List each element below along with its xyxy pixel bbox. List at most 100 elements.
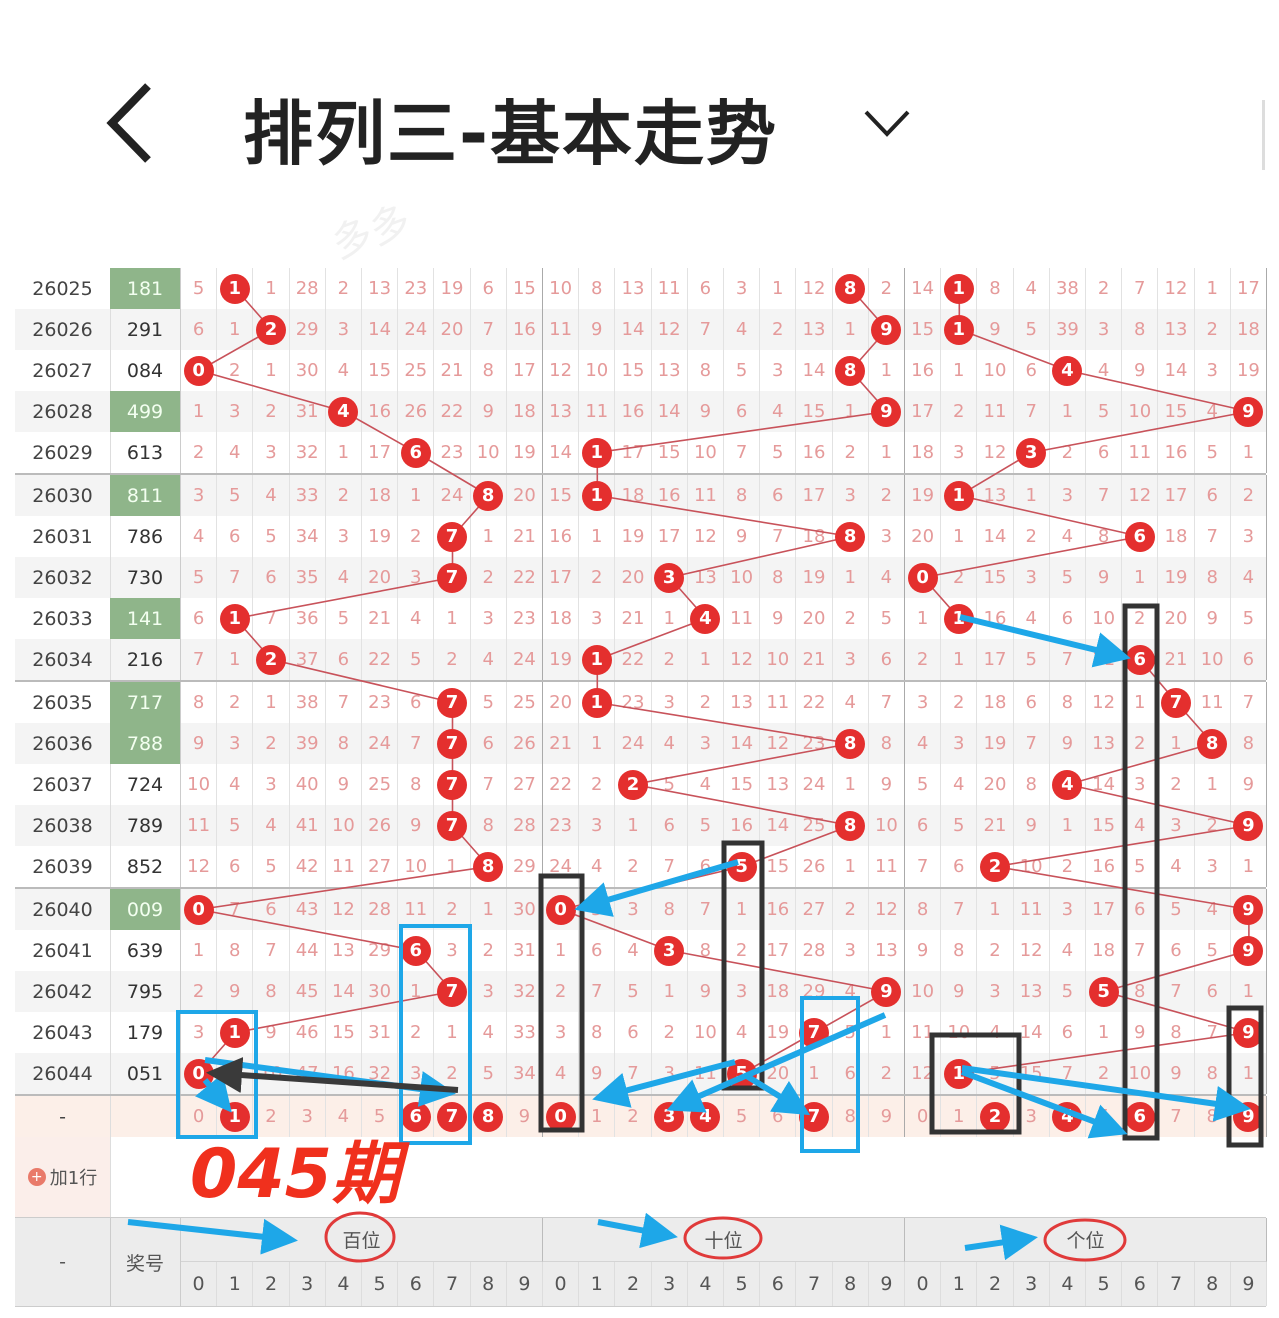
- omission-cell: 4: [905, 723, 942, 764]
- omission-cell: 4: [615, 930, 652, 971]
- omission-cell: 2: [579, 764, 616, 805]
- prediction-cell[interactable]: 7: [1158, 1096, 1195, 1137]
- footer-group-1: 百位: [181, 1218, 543, 1262]
- omission-cell: 22: [507, 557, 543, 598]
- hit-ball: 7: [436, 521, 467, 552]
- prediction-cell[interactable]: 0: [543, 1096, 580, 1137]
- draw-number: 499: [110, 391, 181, 432]
- prediction-cell[interactable]: 4: [326, 1096, 362, 1137]
- hit-ball: 6: [1124, 1101, 1155, 1132]
- omission-cell: 6: [398, 432, 435, 473]
- omission-cell: 12: [796, 268, 833, 309]
- prediction-cell[interactable]: 4: [1050, 1096, 1086, 1137]
- prediction-cell[interactable]: 3: [1014, 1096, 1050, 1137]
- prediction-cell[interactable]: 0: [181, 1096, 218, 1137]
- draw-number: 717: [110, 682, 181, 723]
- omission-cell: 9: [326, 764, 362, 805]
- omission-cell: 18: [1231, 309, 1267, 350]
- omission-cell: 8: [760, 557, 797, 598]
- omission-cell: 2: [977, 846, 1014, 887]
- omission-cell: 18: [507, 391, 543, 432]
- prediction-cell[interactable]: 8: [471, 1096, 507, 1137]
- omission-cell: 5: [1014, 639, 1050, 680]
- period-number: 26040: [15, 889, 111, 930]
- prediction-cell[interactable]: 5: [1086, 1096, 1123, 1137]
- footer-digit: 1: [579, 1262, 616, 1306]
- omission-cell: 4: [1195, 889, 1231, 930]
- omission-cell: 5: [615, 971, 652, 1012]
- omission-cell: 7: [1158, 971, 1195, 1012]
- omission-cell: 5: [724, 350, 761, 391]
- prediction-cell[interactable]: 3: [652, 1096, 688, 1137]
- omission-cell: 2: [724, 930, 761, 971]
- hit-ball: 8: [835, 521, 866, 552]
- prediction-cell[interactable]: 3: [290, 1096, 326, 1137]
- omission-cell: 14: [977, 516, 1014, 557]
- omission-cell: 12: [543, 350, 580, 391]
- back-chevron-icon[interactable]: [100, 78, 160, 168]
- prediction-cell[interactable]: 5: [362, 1096, 399, 1137]
- omission-cell: 8: [471, 350, 507, 391]
- prediction-cell[interactable]: 6: [398, 1096, 435, 1137]
- omission-cell: 4: [326, 391, 362, 432]
- period-number: 26039: [15, 846, 111, 887]
- omission-cell: 1: [941, 309, 978, 350]
- prediction-cell[interactable]: 7: [434, 1096, 471, 1137]
- prediction-cell[interactable]: 1: [217, 1096, 254, 1137]
- footer-digit: 6: [1122, 1262, 1159, 1306]
- omission-cell: 4: [688, 764, 724, 805]
- prediction-cell[interactable]: 2: [253, 1096, 290, 1137]
- omission-cell: 2: [253, 723, 290, 764]
- omission-cell: 1: [1050, 391, 1086, 432]
- omission-cell: 12: [1014, 930, 1050, 971]
- hit-ball: 7: [436, 1101, 467, 1132]
- prediction-cell[interactable]: 9: [869, 1096, 905, 1137]
- omission-cell: 1: [724, 889, 761, 930]
- omission-cell: 7: [941, 889, 978, 930]
- omission-cell: 25: [796, 805, 833, 846]
- period-number: 26030: [15, 475, 111, 516]
- prediction-cell[interactable]: 1: [579, 1096, 616, 1137]
- prediction-cell[interactable]: 6: [1122, 1096, 1159, 1137]
- omission-cell: 17: [1231, 268, 1267, 309]
- period-number: 26041: [15, 930, 111, 971]
- omission-cell: 25: [362, 764, 399, 805]
- omission-cell: 11: [652, 268, 688, 309]
- prediction-cell[interactable]: 4: [688, 1096, 724, 1137]
- omission-cell: 3: [1050, 475, 1086, 516]
- omission-cell: 8: [652, 889, 688, 930]
- prediction-cell[interactable]: 1: [941, 1096, 978, 1137]
- add-row-button[interactable]: +加1行: [15, 1137, 111, 1217]
- omission-cell: 19: [905, 475, 942, 516]
- footer-digit: 0: [905, 1262, 942, 1306]
- prediction-cell[interactable]: 2: [615, 1096, 652, 1137]
- prediction-cell[interactable]: 7: [796, 1096, 833, 1137]
- hit-ball: 3: [654, 935, 685, 966]
- omission-cell: 1: [869, 1012, 905, 1053]
- plus-circle-icon: +: [27, 1168, 46, 1186]
- prediction-cell[interactable]: 5: [724, 1096, 761, 1137]
- omission-cell: 2: [905, 639, 942, 680]
- omission-cell: 1: [869, 350, 905, 391]
- omission-cell: 13: [869, 930, 905, 971]
- omission-cell: 3: [579, 598, 616, 639]
- dropdown-chevron-icon[interactable]: [860, 100, 914, 144]
- omission-cell: 13: [796, 309, 833, 350]
- omission-cell: 1: [941, 1053, 978, 1094]
- period-number: 26032: [15, 557, 111, 598]
- prediction-cell[interactable]: 9: [507, 1096, 543, 1137]
- prediction-cell[interactable]: 6: [760, 1096, 797, 1137]
- omission-cell: 19: [1158, 557, 1195, 598]
- prediction-cell[interactable]: 2: [977, 1096, 1014, 1137]
- omission-cell: 2: [1195, 805, 1231, 846]
- omission-cell: 5: [181, 268, 218, 309]
- prediction-cell[interactable]: 8: [1195, 1096, 1231, 1137]
- prediction-cell[interactable]: 0: [905, 1096, 942, 1137]
- prediction-cell[interactable]: 8: [833, 1096, 869, 1137]
- prediction-cell[interactable]: 9: [1231, 1096, 1267, 1137]
- omission-cell: 5: [1231, 598, 1267, 639]
- omission-cell: 6: [1195, 475, 1231, 516]
- omission-cell: 27: [796, 889, 833, 930]
